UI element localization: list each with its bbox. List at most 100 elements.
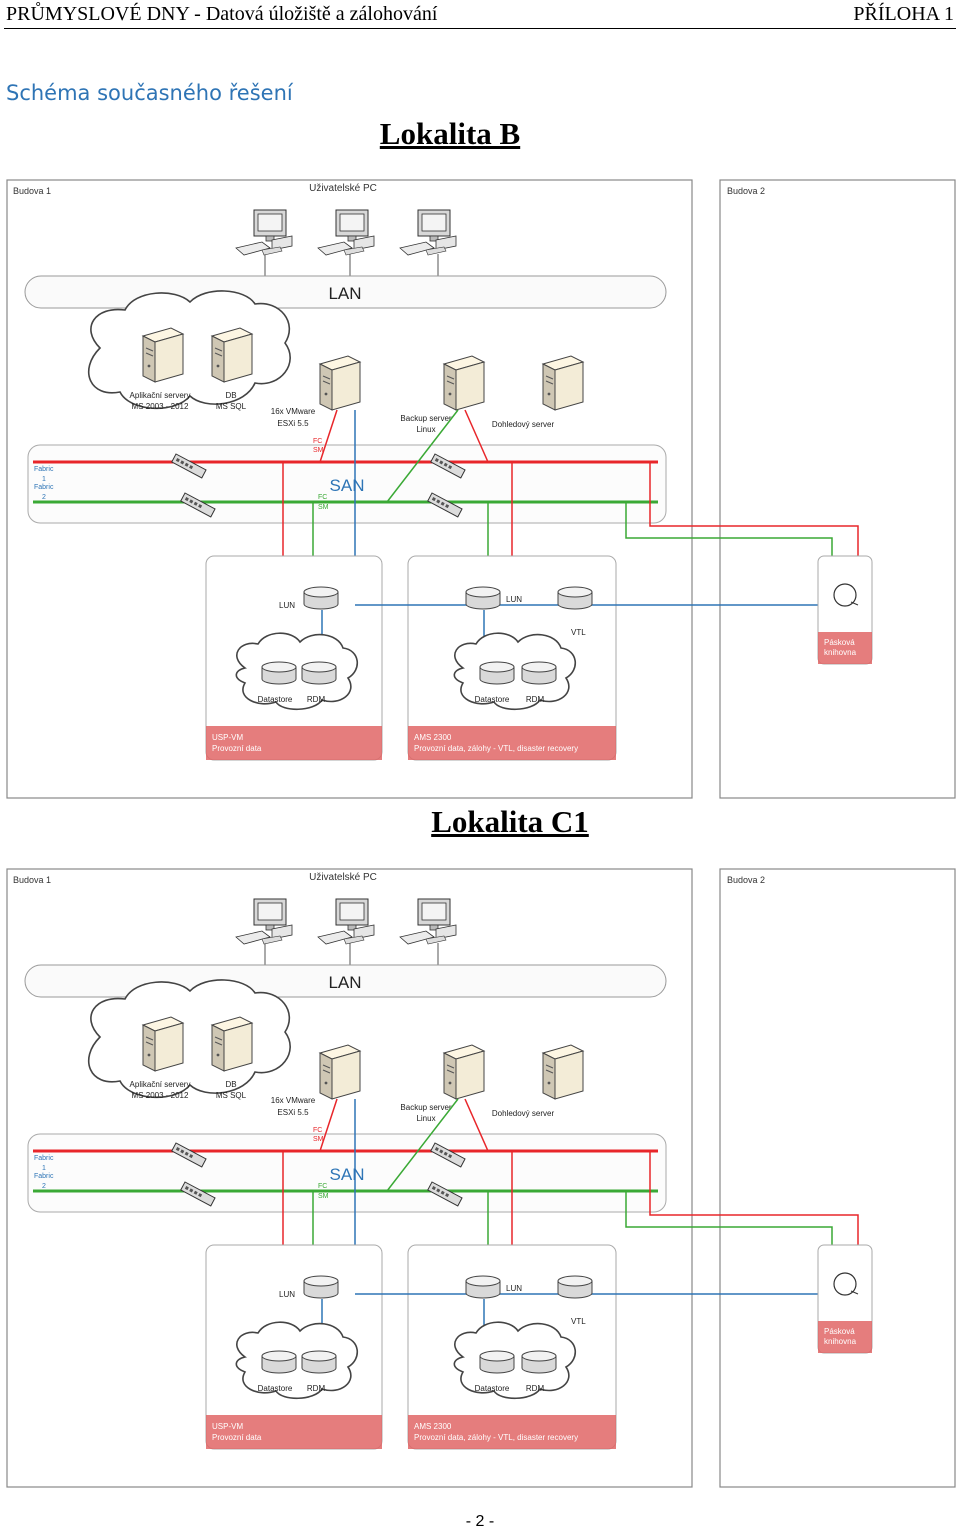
tape-reel-icon: [833, 583, 857, 607]
backup-fabric1-link: [464, 1098, 489, 1152]
building-1-label: Budova 1: [13, 875, 51, 885]
server-cloud: [88, 290, 291, 410]
usp-lun-label: LUN: [279, 1290, 295, 1299]
usp-lun-label: LUN: [279, 601, 295, 610]
fabric-2-label: Fabric: [34, 484, 54, 491]
header-title: PRŮMYSLOVÉ DNY - Datová úložiště a záloh…: [6, 3, 438, 25]
location-title-c1: Lokalita C1: [431, 804, 589, 839]
usp-datastore-label: Datastore: [258, 1384, 293, 1393]
app-server-icon: [142, 327, 184, 383]
usp-lun-disk-icon: [303, 586, 339, 610]
backup-server-os-label: Linux: [416, 1114, 435, 1123]
ams-storage-label-bg: [408, 1415, 616, 1449]
network-diagram: Budova 1 Budova 2 Uživatelské PC LAN Apl…: [6, 179, 956, 799]
ams-datastore-cloud: [453, 632, 576, 711]
building-2-frame: [719, 868, 956, 1488]
tape-library-label: Pásková: [824, 1327, 855, 1336]
backup-server-label: Backup server: [400, 1103, 451, 1112]
vtl-disk-icon: [557, 1275, 593, 1299]
vtl-label: VTL: [571, 1317, 586, 1326]
vmware-server-icon: [319, 1044, 361, 1100]
db-server-icon: [211, 1016, 253, 1072]
building-2-label: Budova 2: [727, 186, 765, 196]
tape-reel-tail: [850, 1290, 859, 1295]
tape-library-label-bg: [818, 632, 872, 664]
user-pc-label: Uživatelské PC: [309, 183, 377, 194]
page-number: - 2 -: [465, 1513, 495, 1530]
tape-library-label-2: knihovna: [824, 1337, 857, 1346]
app-servers-label: Aplikační servery: [130, 1080, 191, 1089]
fc-sm-bot-label: FC: [318, 494, 327, 501]
backup-server-os-label: Linux: [416, 425, 435, 434]
ams-datastore-label: Datastore: [475, 695, 510, 704]
tape-reel-tail: [850, 601, 859, 606]
backup-fabric2-link: [386, 1098, 459, 1192]
db-type-label: MS SQL: [216, 1091, 247, 1100]
lan-label: LAN: [328, 284, 361, 303]
fc-sm-top-label: FC: [313, 438, 322, 445]
usp-rdm-disk-icon: [301, 1350, 337, 1374]
app-servers-os-label: MS 2003 - 2012: [132, 1091, 189, 1100]
monitor-server-label: Dohledový server: [492, 420, 555, 429]
lan-label: LAN: [328, 973, 361, 992]
fabric-1-num: 1: [42, 476, 46, 483]
ams-datastore-label: Datastore: [475, 1384, 510, 1393]
usp-name-label: USP-VM: [212, 1422, 243, 1431]
ams-name-label: AMS 2300: [414, 1422, 452, 1431]
building-1-label: Budova 1: [13, 186, 51, 196]
san-label: SAN: [330, 476, 365, 495]
ams-datastore-disk-icon: [479, 1350, 515, 1374]
ams-lun-disk-icon: [465, 586, 501, 610]
tape-fabric1-link: [649, 1151, 859, 1245]
usp-storage-label-bg: [206, 726, 382, 760]
usp-rdm-label: RDM: [307, 695, 326, 704]
diagram-lokalita-c1: Budova 1 Budova 2 Uživatelské PC LAN Apl…: [0, 867, 960, 1492]
ams-rdm-disk-icon: [521, 661, 557, 685]
vtl-disk-icon: [557, 586, 593, 610]
usp-datastore-cloud: [235, 1321, 358, 1400]
ams-rdm-disk-icon: [521, 1350, 557, 1374]
usp-desc-label: Provozní data: [212, 1433, 262, 1442]
tape-library-label-2: knihovna: [824, 648, 857, 657]
ams-rdm-label: RDM: [526, 695, 545, 704]
app-servers-label: Aplikační servery: [130, 391, 191, 400]
ams-storage-label-bg: [408, 726, 616, 760]
fc-sm-bot-label-2: SM: [318, 504, 329, 511]
vmware-version-label: ESXi 5.5: [277, 419, 309, 428]
backup-server-label: Backup server: [400, 414, 451, 423]
tape-fabric2-link: [625, 1191, 833, 1245]
ams-desc-label: Provozní data, zálohy - VTL, disaster re…: [414, 1433, 578, 1442]
ams-datastore-cloud: [453, 1321, 576, 1400]
usp-datastore-disk-icon: [261, 661, 297, 685]
vmware-server-icon: [319, 355, 361, 411]
vmware-fabric1-link: [319, 409, 338, 463]
page-header: PRŮMYSLOVÉ DNY - Datová úložiště a záloh…: [0, 0, 960, 30]
app-servers-os-label: MS 2003 - 2012: [132, 402, 189, 411]
tape-fabric1-link: [649, 462, 859, 556]
usp-storage-label-bg: [206, 1415, 382, 1449]
usp-rdm-label: RDM: [307, 1384, 326, 1393]
tape-library-label-bg: [818, 1321, 872, 1353]
tape-reel-icon: [833, 1272, 857, 1296]
vtl-label: VTL: [571, 628, 586, 637]
db-type-label: MS SQL: [216, 402, 247, 411]
db-server-icon: [211, 327, 253, 383]
header-appendix: PŘÍLOHA 1: [853, 3, 954, 25]
backup-server-icon: [443, 355, 485, 411]
db-label: DB: [225, 391, 236, 400]
usp-desc-label: Provozní data: [212, 744, 262, 753]
usp-rdm-disk-icon: [301, 661, 337, 685]
vmware-version-label: ESXi 5.5: [277, 1108, 309, 1117]
tape-fabric2-link: [625, 502, 833, 556]
location-title-b: Lokalita B: [379, 116, 521, 151]
vmware-label: 16x VMware: [271, 407, 316, 416]
usp-datastore-cloud: [235, 632, 358, 711]
vmware-fabric1-link: [319, 1098, 338, 1152]
diagram-lokalita-b: Budova 1 Budova 2 Uživatelské PC LAN Apl…: [0, 178, 960, 803]
building-2-label: Budova 2: [727, 875, 765, 885]
app-server-icon: [142, 1016, 184, 1072]
fc-sm-bot-label: FC: [318, 1183, 327, 1190]
ams-lun-label: LUN: [506, 1284, 522, 1293]
monitor-server-icon: [542, 1044, 584, 1100]
fabric-2-num: 2: [42, 1183, 46, 1190]
